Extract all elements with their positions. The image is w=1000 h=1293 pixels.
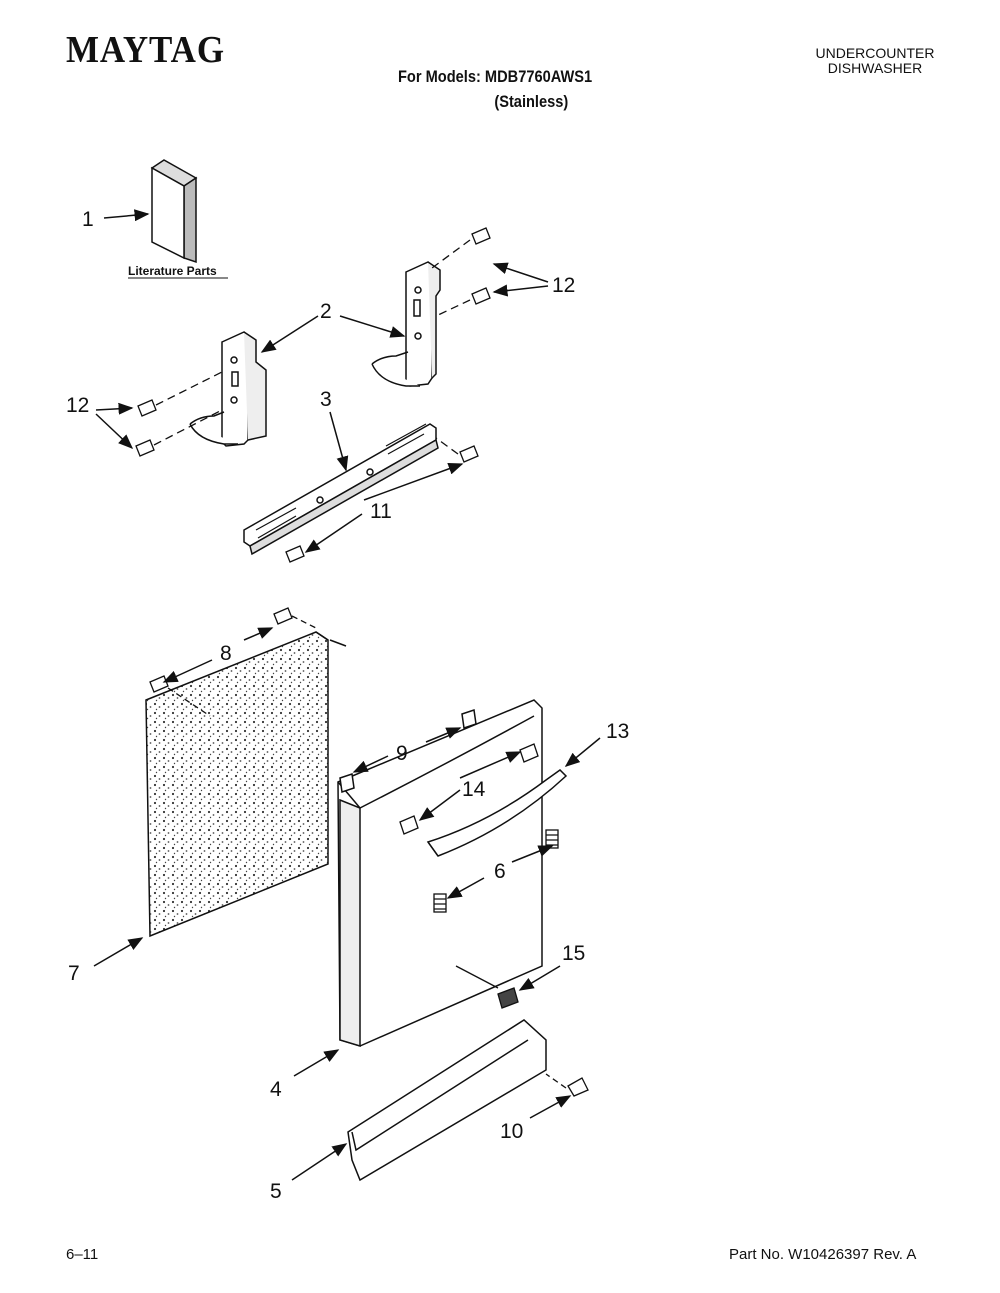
product-type-line-2: DISHWASHER	[827, 60, 923, 76]
mounting-bracket-left	[189, 331, 267, 447]
callout-6: 6	[494, 860, 506, 883]
callout-2: 2	[320, 300, 332, 323]
screw-8-upper	[273, 607, 317, 629]
leader-lines	[93, 209, 601, 1181]
screw-12-right-upper	[431, 227, 491, 269]
screw-12-left-lower	[135, 409, 223, 457]
callout-7: 7	[68, 962, 80, 985]
screw-11-lower	[285, 545, 305, 563]
screw-12-right-lower	[435, 287, 491, 317]
finish-line: (Stainless)	[494, 92, 569, 111]
callout-4: 4	[270, 1078, 282, 1101]
mounting-bracket-right	[371, 261, 441, 387]
part-number: Part No. W10426397 Rev. A	[729, 1246, 917, 1263]
door-insulation-panel	[145, 631, 347, 938]
callout-8: 8	[220, 642, 232, 665]
spring-lower	[433, 893, 447, 913]
callout-9: 9	[396, 742, 408, 765]
models-heading: For Models: MDB7760AWS1 (Stainless)	[398, 64, 592, 114]
handle-spacer-lower	[399, 815, 419, 835]
callout-3: 3	[320, 388, 332, 411]
handle-spacer-upper	[519, 743, 539, 763]
spring-upper	[545, 829, 559, 849]
door-handle	[426, 769, 568, 857]
screw-12-left-upper	[137, 371, 223, 417]
literature-parts-label: Literature Parts	[128, 264, 217, 278]
product-type-line-1: UNDERCOUNTER	[815, 45, 935, 61]
callout-5: 5	[270, 1180, 282, 1203]
callout-1: 1	[82, 208, 94, 231]
brand-logo: MAYTAG	[66, 29, 225, 71]
callout-12-left: 12	[66, 394, 89, 417]
callout-14: 14	[462, 778, 486, 801]
literature-booklet	[150, 159, 198, 264]
product-type: UNDERCOUNTER DISHWASHER	[800, 46, 950, 76]
screw-10	[545, 1073, 589, 1097]
callout-13: 13	[606, 720, 629, 743]
screw-11-upper	[435, 437, 479, 463]
toe-kick-panel	[347, 1019, 547, 1182]
callout-11: 11	[370, 500, 392, 523]
models-line: For Models: MDB7760AWS1	[398, 67, 593, 86]
door-rail	[243, 423, 439, 556]
callout-10: 10	[500, 1120, 523, 1143]
callout-15: 15	[562, 942, 585, 965]
door-badge	[455, 965, 519, 1009]
outer-door-panel	[337, 699, 543, 1048]
page-number: 6–11	[66, 1246, 99, 1263]
callout-12-right: 12	[552, 274, 575, 297]
